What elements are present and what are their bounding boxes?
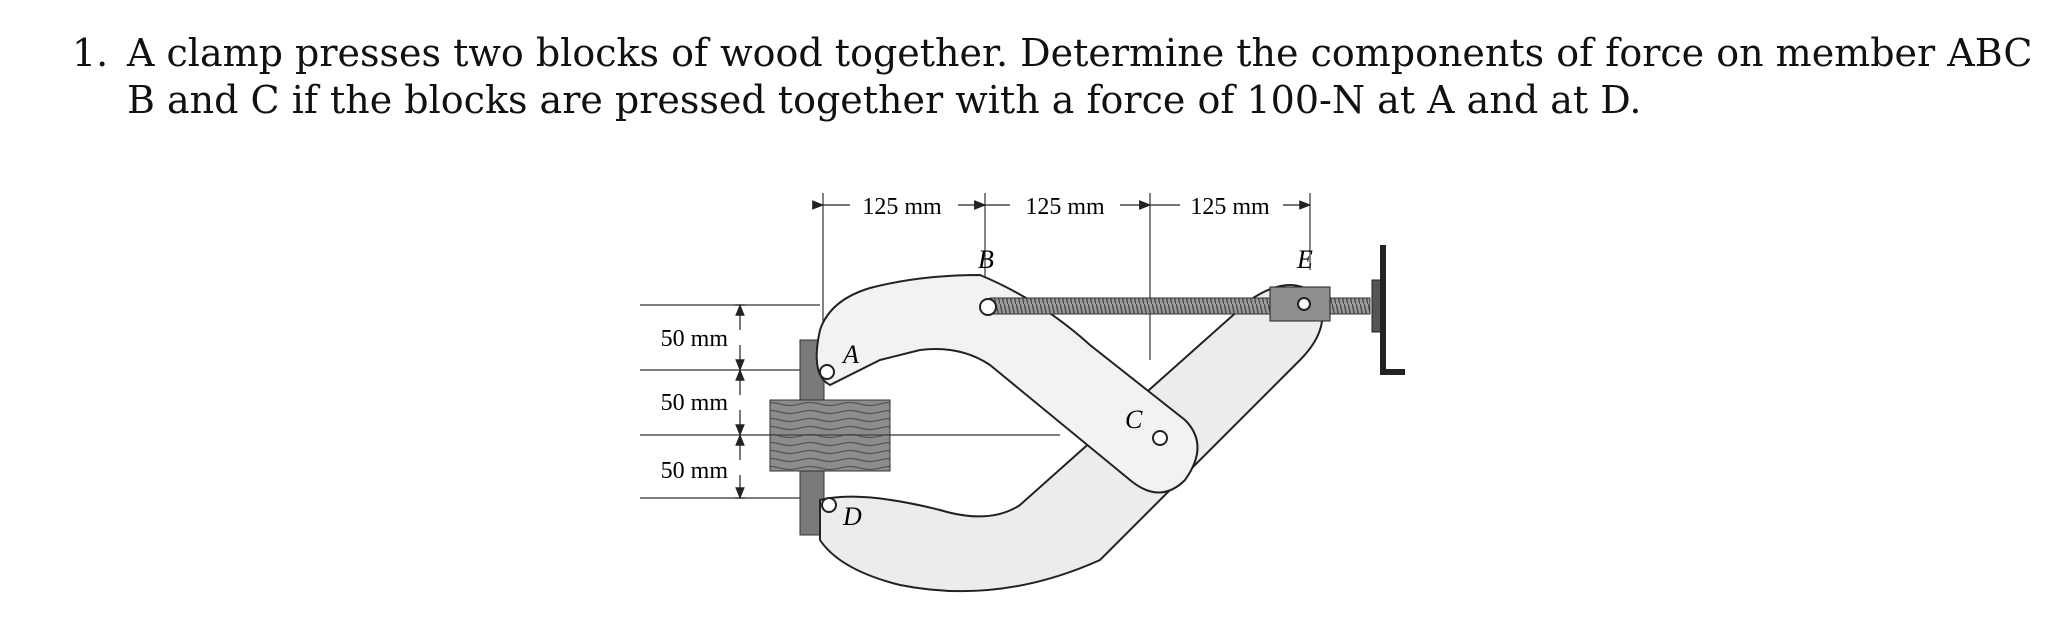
dim-top-1: 125 mm (862, 194, 942, 220)
problem-text-line-1: A clamp presses two blocks of wood toget… (127, 31, 2046, 75)
label-C: C (1125, 405, 1143, 434)
problem-text-line-2: B and C if the blocks are pressed togeth… (127, 78, 1642, 122)
pin-A (819, 364, 835, 380)
wood-blocks (769, 399, 891, 472)
label-B: B (978, 245, 994, 274)
problem-number: 1. (72, 31, 109, 75)
pin-B (979, 298, 997, 316)
label-E: E (1296, 245, 1313, 274)
handle (1380, 245, 1405, 375)
upper-jaw-member (815, 273, 1199, 494)
nut-E (1269, 286, 1331, 322)
dim-left-3: 50 mm (661, 458, 729, 484)
pins (819, 297, 1311, 513)
label-D: D (842, 502, 862, 531)
pin-C (1152, 430, 1168, 446)
left-dimension (735, 303, 745, 500)
label-A: A (841, 340, 859, 369)
dim-top-2: 125 mm (1025, 194, 1105, 220)
dim-top-3: 125 mm (1190, 194, 1270, 220)
pin-E (1297, 297, 1311, 311)
dim-left-2: 50 mm (661, 390, 729, 416)
pin-D (821, 497, 837, 513)
dim-left-1: 50 mm (661, 326, 729, 352)
